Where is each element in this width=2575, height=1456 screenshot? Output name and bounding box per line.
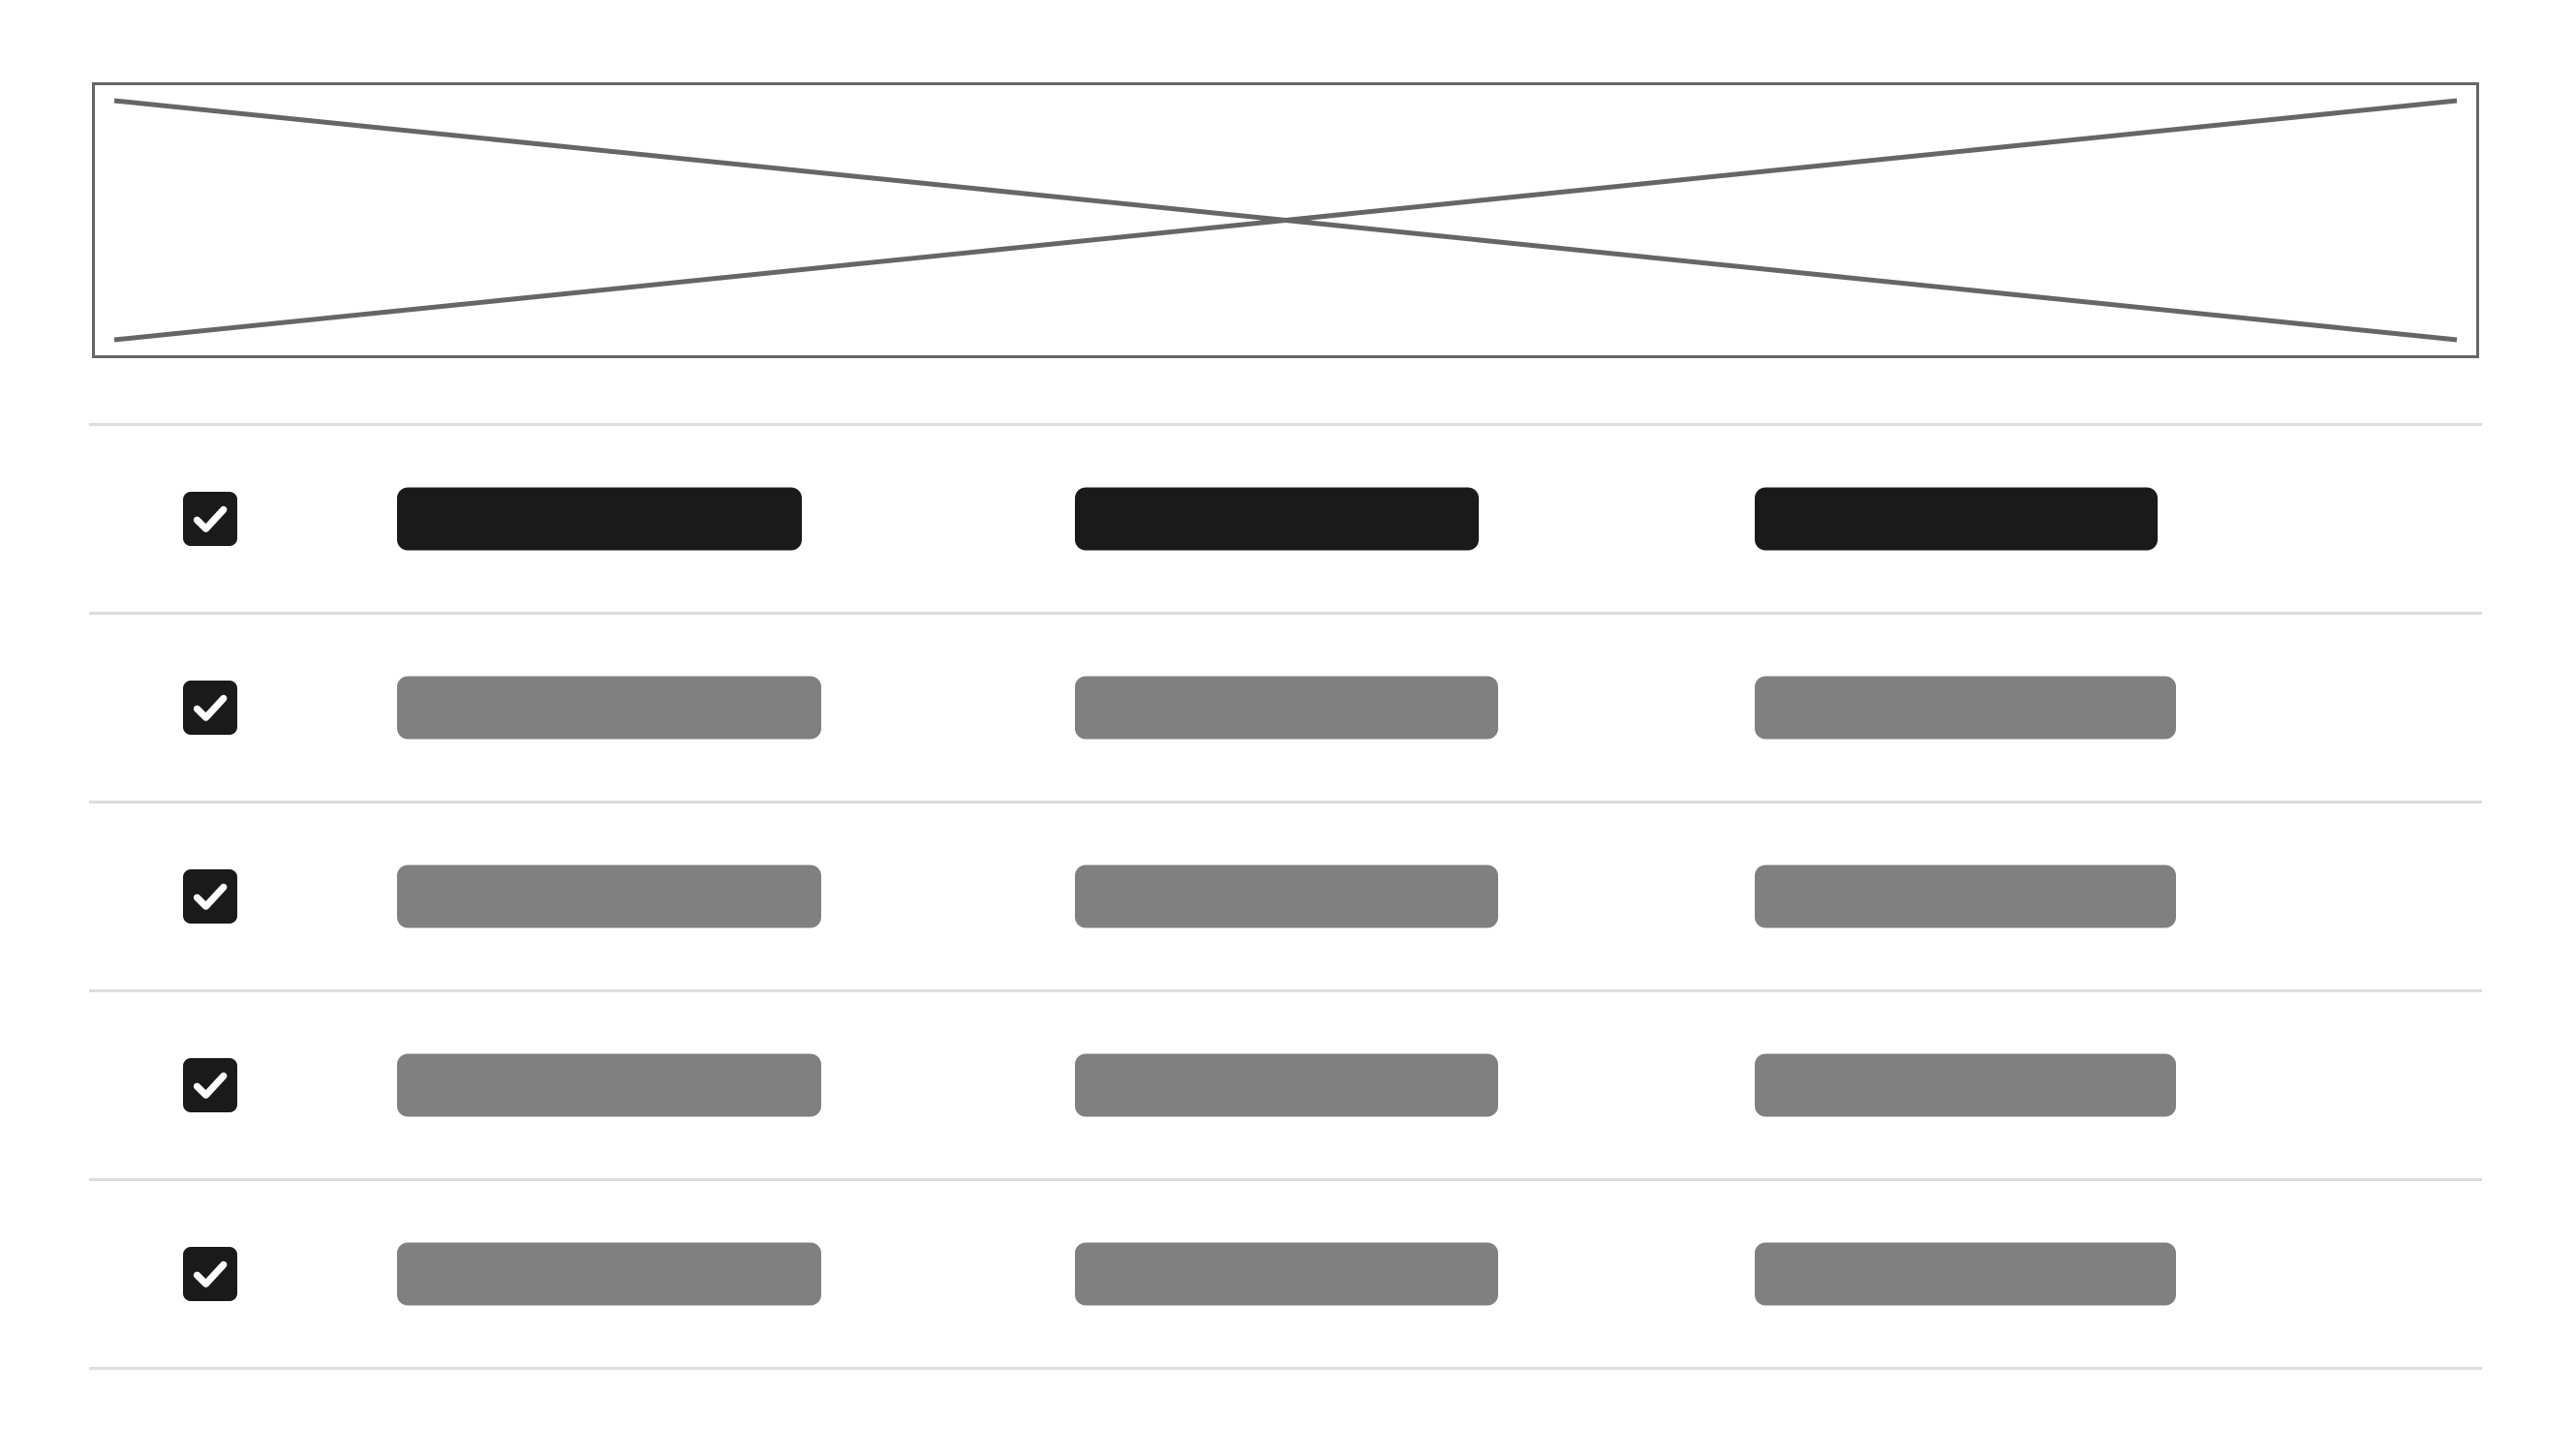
broken-image-placeholder bbox=[92, 82, 2479, 358]
row-divider bbox=[89, 423, 2482, 426]
table-cell-select[interactable] bbox=[183, 1247, 237, 1301]
row-divider bbox=[89, 1367, 2482, 1370]
row-select-checkbox[interactable] bbox=[183, 681, 237, 735]
redacted-bar-col-2 bbox=[1075, 864, 1498, 928]
redacted-bar-col-1 bbox=[397, 1242, 821, 1306]
data-table bbox=[89, 423, 2482, 1370]
redacted-bar-col-3 bbox=[1755, 487, 2158, 551]
table-row[interactable] bbox=[89, 426, 2482, 612]
table-row[interactable] bbox=[89, 804, 2482, 989]
redacted-bar-col-3 bbox=[1755, 864, 2176, 928]
redacted-bar-col-2 bbox=[1075, 487, 1479, 551]
row-divider bbox=[89, 989, 2482, 992]
row-divider bbox=[89, 1178, 2482, 1181]
redacted-bar-col-2 bbox=[1075, 1053, 1498, 1117]
redacted-bar-col-2 bbox=[1075, 676, 1498, 740]
redacted-bar-col-1 bbox=[397, 1053, 821, 1117]
redacted-bar-col-3 bbox=[1755, 676, 2176, 740]
redacted-bar-col-3 bbox=[1755, 1242, 2176, 1306]
table-row[interactable] bbox=[89, 615, 2482, 801]
row-divider bbox=[89, 612, 2482, 615]
row-select-checkbox[interactable] bbox=[183, 869, 237, 924]
table-cell-select[interactable] bbox=[183, 869, 237, 924]
redacted-bar-col-3 bbox=[1755, 1053, 2176, 1117]
redacted-bar-col-1 bbox=[397, 676, 821, 740]
table-row[interactable] bbox=[89, 992, 2482, 1178]
redacted-bar-col-2 bbox=[1075, 1242, 1498, 1306]
row-divider bbox=[89, 801, 2482, 804]
row-select-checkbox[interactable] bbox=[183, 1247, 237, 1301]
redacted-bar-col-1 bbox=[397, 487, 802, 551]
redacted-bar-col-1 bbox=[397, 864, 821, 928]
row-select-checkbox[interactable] bbox=[183, 492, 237, 546]
table-cell-select[interactable] bbox=[183, 492, 237, 546]
table-cell-select[interactable] bbox=[183, 1058, 237, 1112]
table-row[interactable] bbox=[89, 1181, 2482, 1367]
table-cell-select[interactable] bbox=[183, 681, 237, 735]
row-select-checkbox[interactable] bbox=[183, 1058, 237, 1112]
